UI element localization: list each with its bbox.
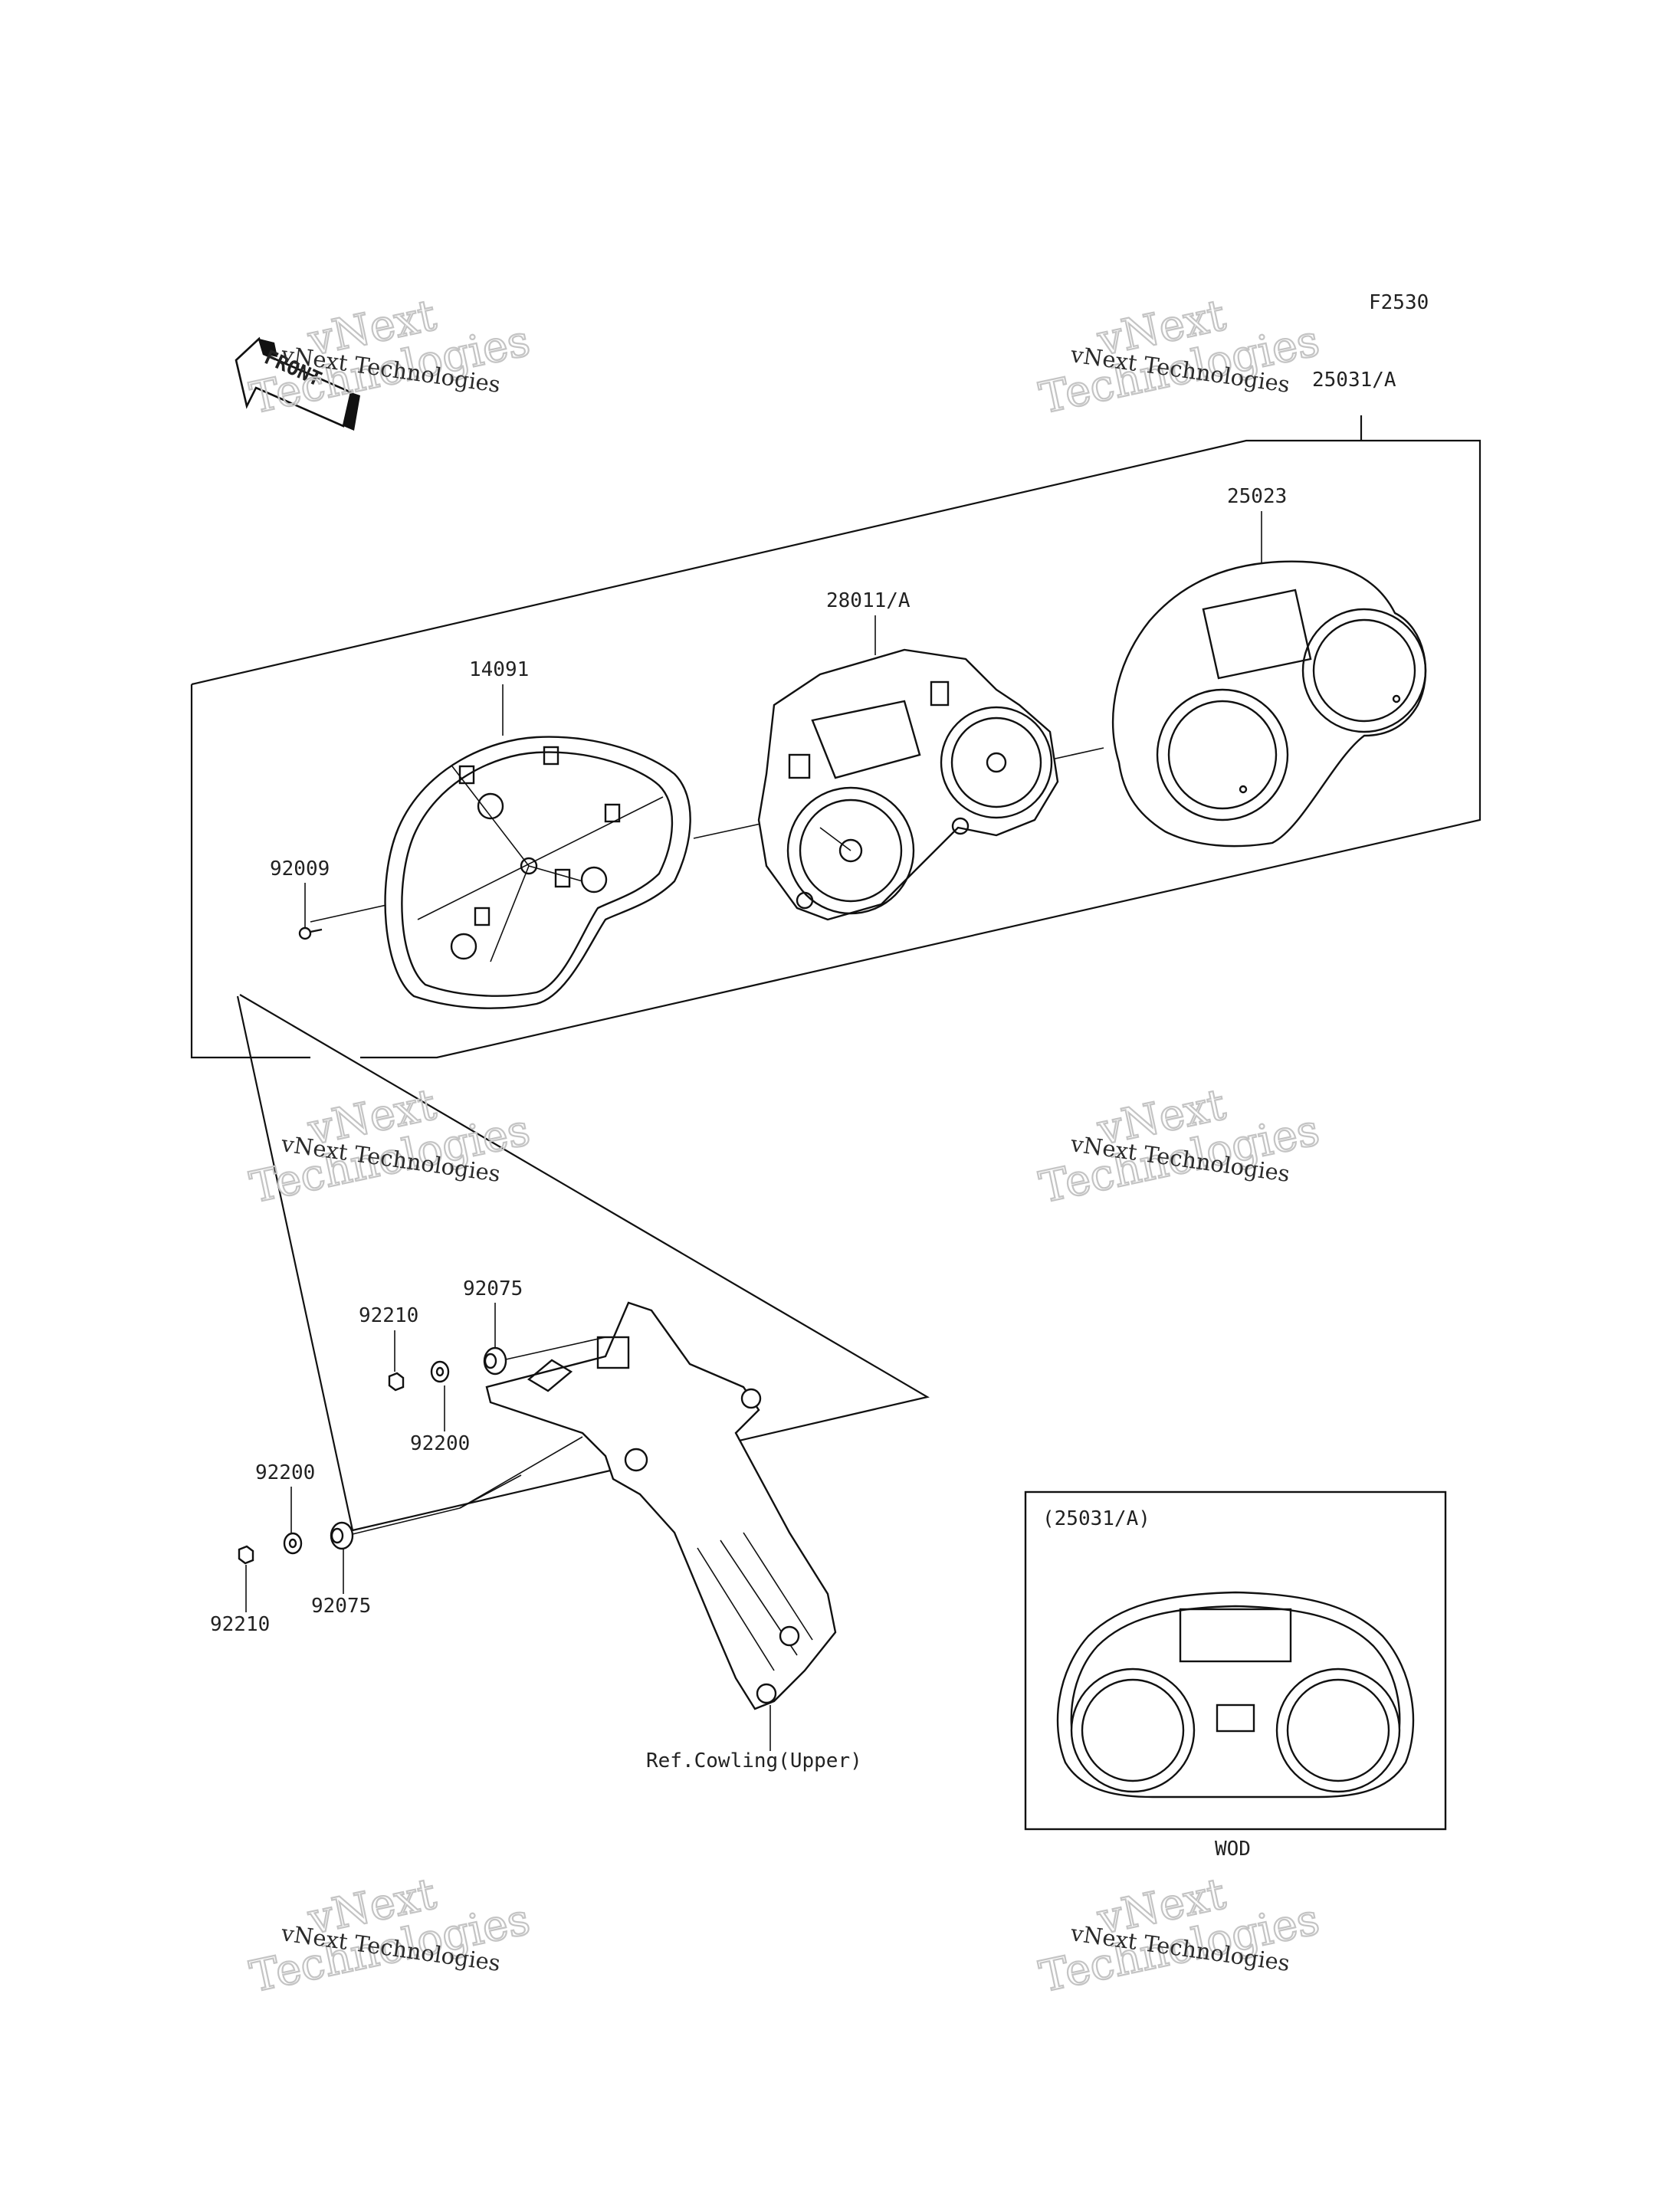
callout-nut-upper: 92210 bbox=[359, 1304, 418, 1327]
callout-grommet-lower: 92075 bbox=[311, 1595, 371, 1618]
nut-upper-part bbox=[388, 1372, 405, 1392]
washer-upper-part bbox=[430, 1360, 450, 1383]
variant-inset: (25031/A) bbox=[1024, 1490, 1447, 1831]
meter-case-part bbox=[384, 736, 691, 1009]
callout-screw: 92009 bbox=[270, 857, 330, 880]
callout-grommet-upper: 92075 bbox=[463, 1277, 523, 1300]
callout-washer-lower: 92200 bbox=[255, 1461, 315, 1484]
front-arrow-icon: FRONT bbox=[235, 336, 360, 431]
callout-nut-lower: 92210 bbox=[210, 1613, 270, 1636]
meter-bracket-part bbox=[485, 1301, 837, 1710]
assembly-frame bbox=[190, 415, 1481, 1059]
figure-code: F2530 bbox=[1369, 291, 1429, 314]
washer-lower-part bbox=[283, 1532, 303, 1555]
meter-unit-part bbox=[757, 648, 1059, 921]
inset-caption: WOD bbox=[1215, 1838, 1251, 1861]
meter-cover-part bbox=[1111, 560, 1427, 848]
callout-cover: 25023 bbox=[1227, 485, 1287, 508]
grommet-lower-part bbox=[330, 1521, 354, 1550]
callout-case: 14091 bbox=[469, 658, 529, 681]
bracket-frame bbox=[236, 994, 930, 1532]
callout-washer-upper: 92200 bbox=[410, 1432, 470, 1455]
callout-bracket-ref: Ref.Cowling(Upper) bbox=[646, 1749, 862, 1772]
screw-part bbox=[298, 926, 323, 940]
nut-lower-part bbox=[238, 1545, 254, 1565]
callout-meter-unit: 28011/A bbox=[826, 589, 911, 612]
grommet-upper-part bbox=[483, 1346, 507, 1376]
inset-title: (25031/A) bbox=[1042, 1507, 1150, 1530]
callout-assembly: 25031/A bbox=[1312, 369, 1396, 392]
